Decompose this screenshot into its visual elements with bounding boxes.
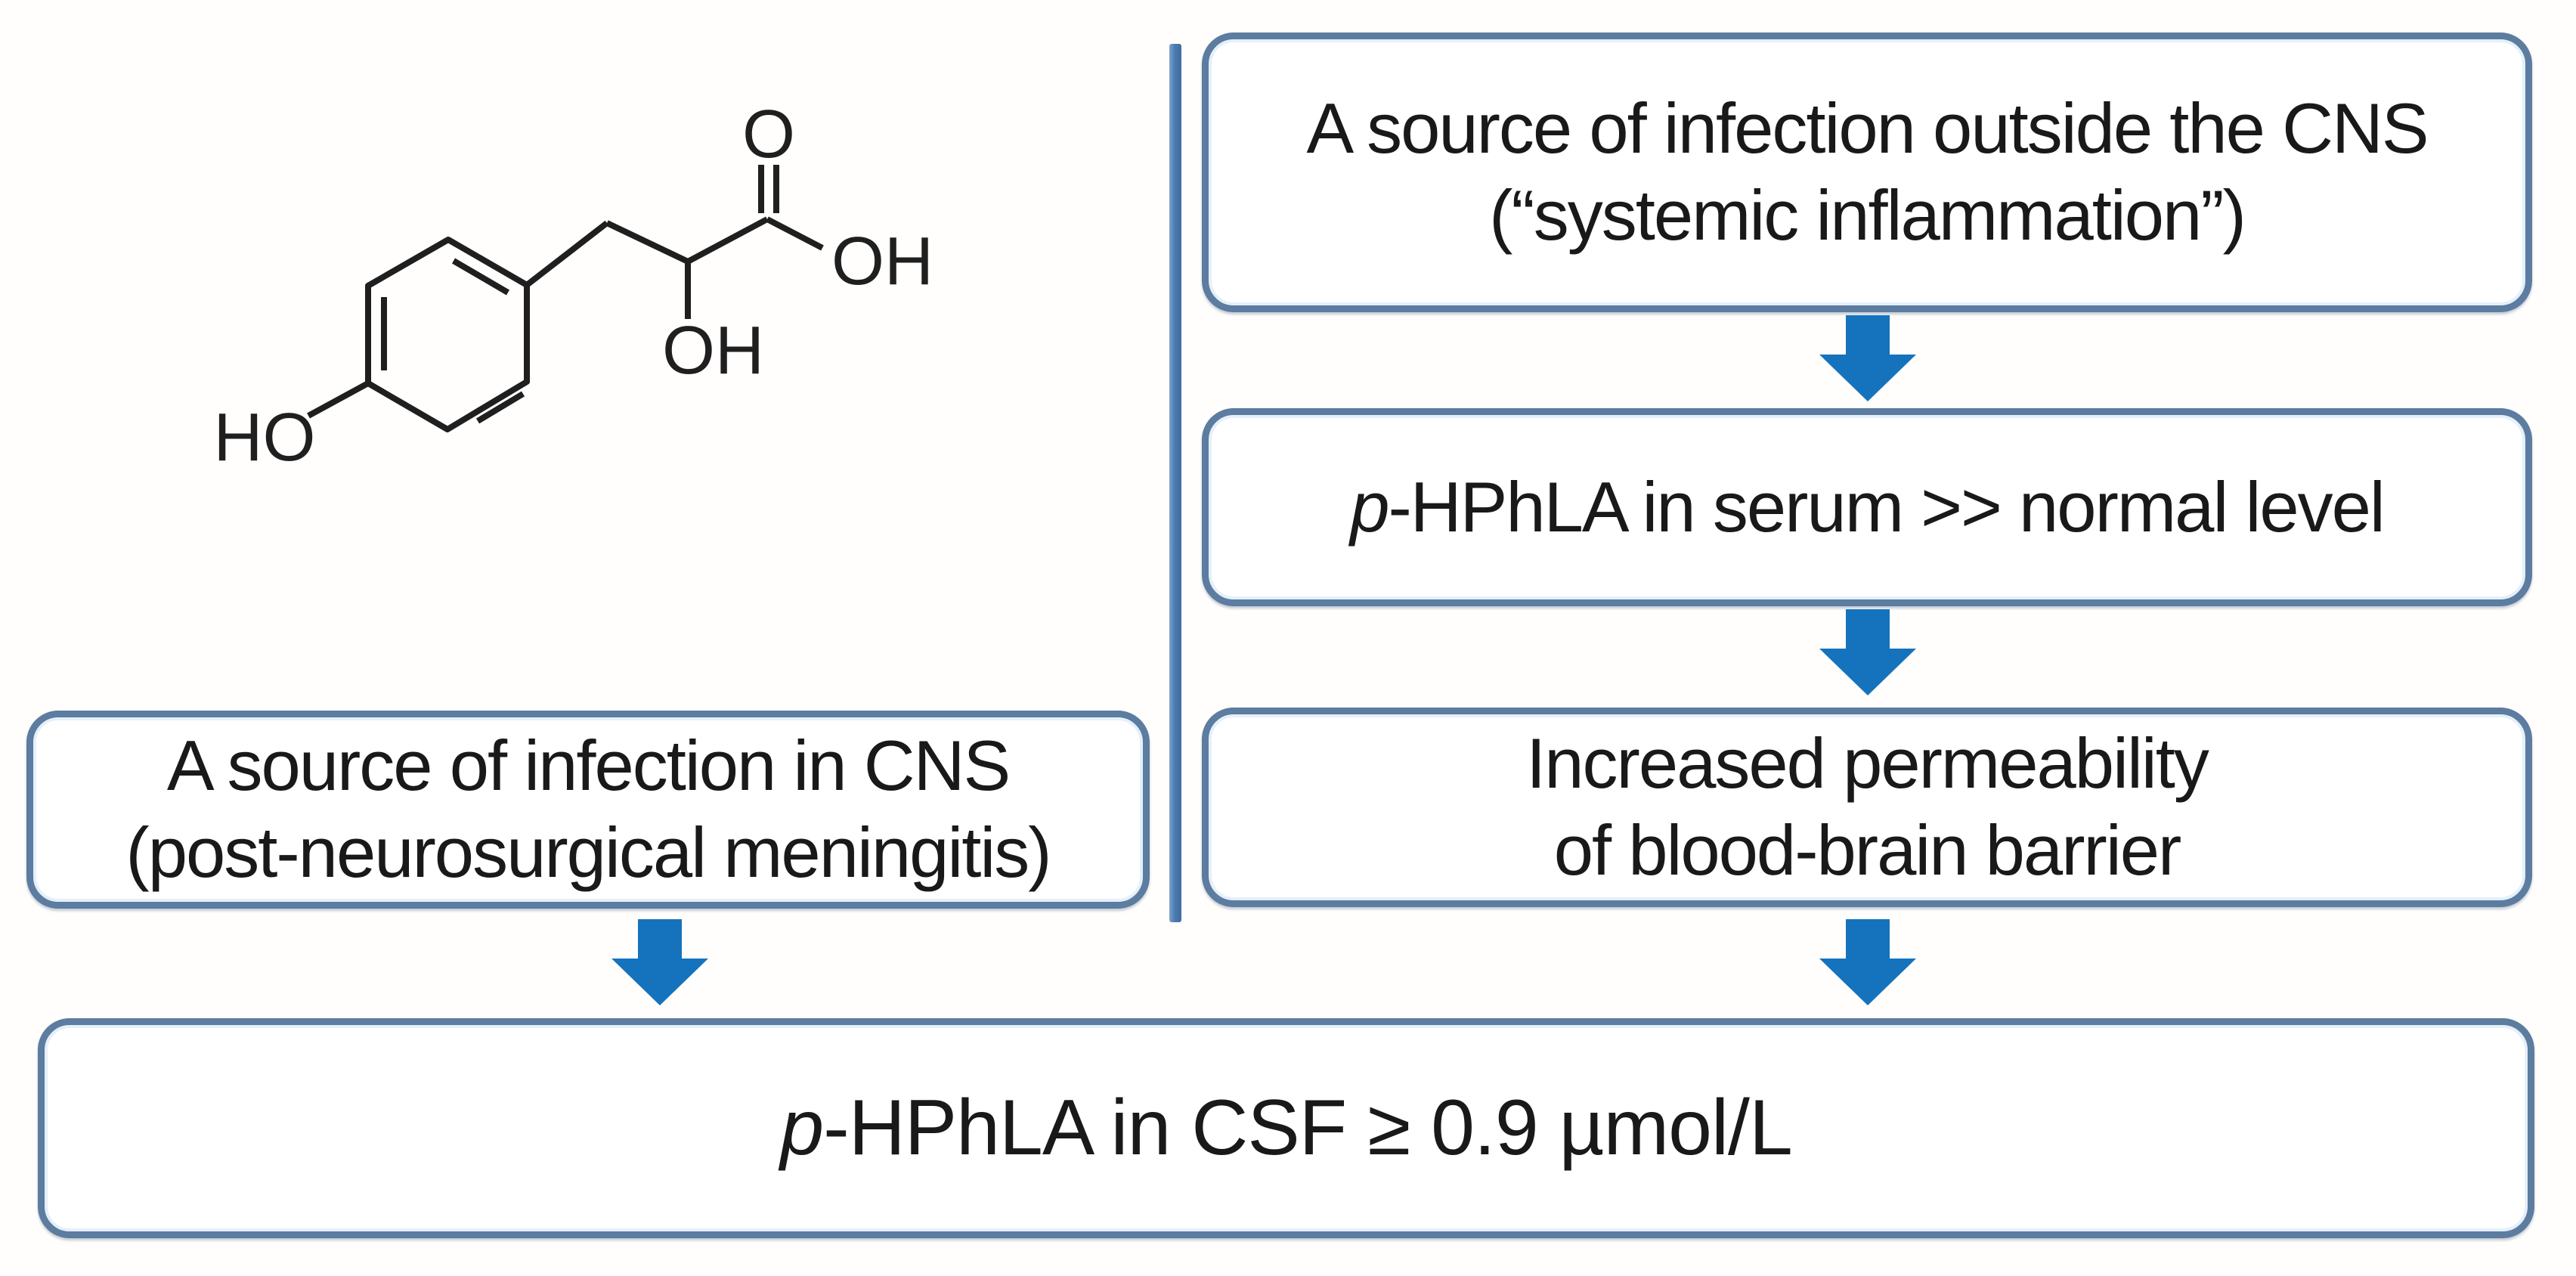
- down-arrow-icon: [611, 919, 708, 1005]
- ring-double-bond: [475, 391, 525, 424]
- bond: [307, 380, 370, 419]
- italic-prefix: p: [780, 1084, 824, 1172]
- flow-node-csf-threshold: p-HPhLA in CSF ≥ 0.9 µmol/L: [38, 1018, 2534, 1238]
- node-text-line: A source of infection outside the CNS: [1306, 88, 2429, 169]
- flow-node-infection-in-cns: A source of infection in CNS (post-neuro…: [26, 711, 1150, 909]
- down-arrow-shape: [1819, 609, 1916, 695]
- flow-node-serum-level: p-HPhLA in serum >> normal level: [1202, 408, 2532, 606]
- bond: [766, 216, 824, 251]
- node-text-line: (“systemic inflammation”): [1489, 175, 2246, 255]
- node-text-line: Increased permeability: [1526, 723, 2209, 804]
- bond: [525, 220, 609, 288]
- italic-prefix: p: [1350, 466, 1389, 547]
- ring-bond: [365, 237, 530, 432]
- ring-double-bond: [451, 258, 510, 296]
- atom-label-alpha-oh: OH: [662, 313, 764, 389]
- down-arrow-icon: [1819, 609, 1916, 695]
- molecule-structure: HO O OH OH: [214, 97, 934, 475]
- node-text-line: of blood-brain barrier: [1553, 810, 2182, 890]
- down-arrow-icon: [1819, 315, 1916, 401]
- side-chain: [307, 165, 824, 419]
- down-arrow-shape: [611, 919, 708, 1005]
- node-text: -HPhLA in serum >> normal level: [1388, 466, 2385, 547]
- down-arrow-shape: [1819, 315, 1916, 401]
- flow-node-infection-outside-cns: A source of infection outside the CNS (“…: [1202, 33, 2532, 312]
- atom-label-carbonyl-o: O: [742, 97, 795, 172]
- bond: [605, 220, 689, 265]
- down-arrow-icon: [1819, 919, 1916, 1005]
- node-text-line: A source of infection in CNS: [166, 726, 1011, 806]
- node-text-line: p-HPhLA in serum >> normal level: [1350, 464, 2386, 551]
- bond: [686, 216, 769, 265]
- atom-label-ho: HO: [214, 400, 316, 475]
- node-text-line: (post-neurosurgical meningitis): [125, 813, 1051, 892]
- down-arrow-shape: [1819, 919, 1916, 1005]
- flow-node-bbb-permeability: Increased permeability of blood-brain ba…: [1202, 708, 2532, 907]
- node-text-line: p-HPhLA in CSF ≥ 0.9 µmol/L: [780, 1080, 1793, 1176]
- node-text: -HPhLA in CSF ≥ 0.9 µmol/L: [823, 1084, 1793, 1172]
- atom-label-carboxyl-oh: OH: [831, 224, 933, 299]
- benzene-ring: [365, 237, 530, 432]
- column-divider: [1169, 44, 1181, 922]
